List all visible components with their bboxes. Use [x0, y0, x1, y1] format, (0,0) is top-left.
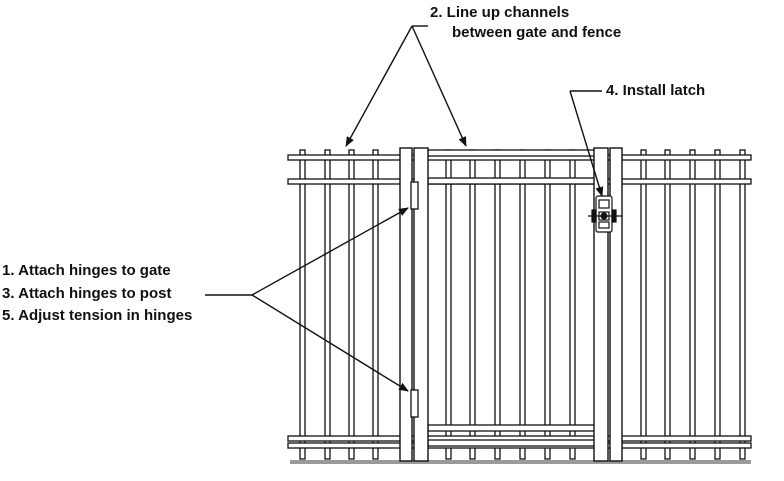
fence-picket [714, 149, 721, 460]
callout-attach-hinges-to-gate: 1. Attach hinges to gate [2, 262, 171, 279]
callout-line-up-channels: 2. Line up channels [430, 4, 570, 21]
gate-picket [469, 149, 476, 460]
gate-picket [519, 149, 526, 460]
gate-upright-hinge-side [413, 147, 429, 462]
gate-picket [445, 149, 452, 460]
lower-hinge [410, 389, 419, 418]
fence-picket [372, 149, 379, 460]
gate-picket [494, 149, 501, 460]
gate-picket [544, 149, 551, 460]
fence-pickets [299, 149, 746, 460]
callout-attach-hinges-to-post: 3. Attach hinges to post [2, 285, 172, 302]
fence-picket [324, 149, 331, 460]
gate-picket [569, 149, 576, 460]
callout-line-up-channels-continued: between gate and fence [452, 24, 622, 41]
callout-install-latch: 4. Install latch [606, 82, 706, 99]
hinge-post [399, 147, 413, 462]
fence-picket [664, 149, 671, 460]
latch-post [609, 147, 623, 462]
leader-latch [569, 90, 604, 197]
fence-picket [689, 149, 696, 460]
fence-picket [299, 149, 306, 460]
ground-line [290, 460, 751, 464]
fence-picket [348, 149, 355, 460]
callout-adjust-hinge-tension: 5. Adjust tension in hinges [2, 307, 193, 324]
fence-picket [739, 149, 746, 460]
leader-channels [345, 25, 467, 147]
fence-picket [640, 149, 647, 460]
leader-hinges [205, 207, 409, 392]
latch-assembly [588, 195, 622, 233]
upper-hinge [410, 181, 419, 210]
